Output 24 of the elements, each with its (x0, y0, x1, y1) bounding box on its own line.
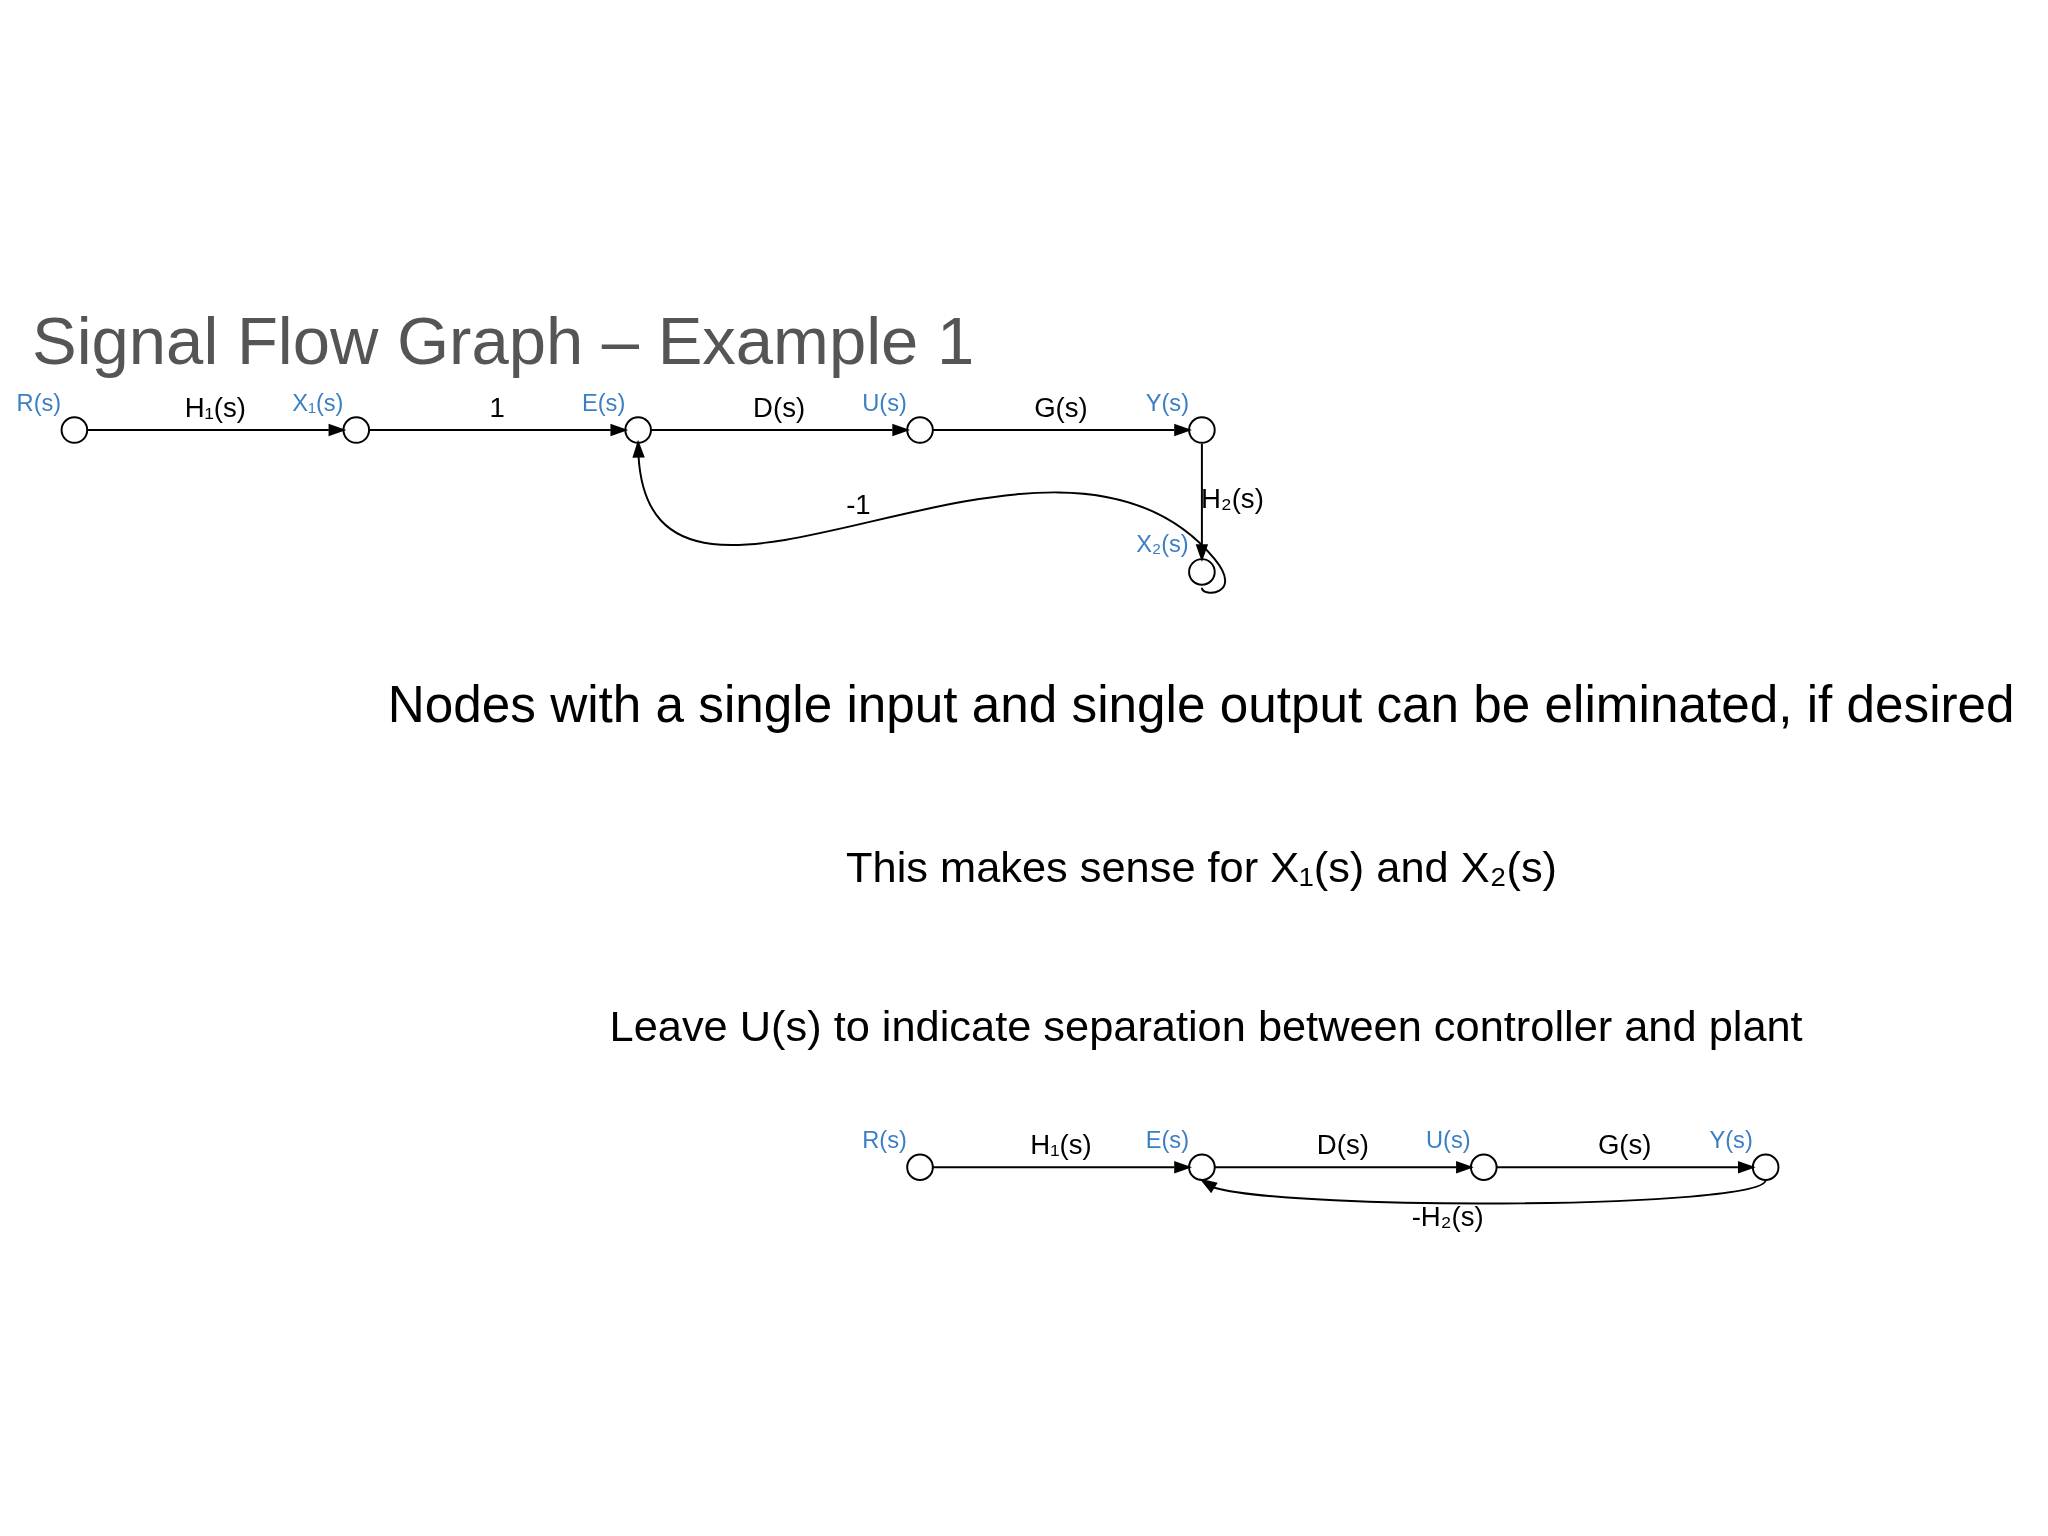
node-label: U(s) (862, 389, 907, 416)
node-label: E(s) (1145, 1126, 1190, 1153)
node-label: E(s) (581, 389, 626, 416)
edge-label: 1 (489, 391, 505, 423)
label: This makes sense for X₁(s) and X₂(s) (846, 842, 1558, 891)
node-label: Y(s) (1709, 1126, 1753, 1153)
diagram-title: Signal Flow Graph – Example 1 (32, 303, 975, 379)
edge-label: D(s) (753, 391, 806, 423)
edge-label: D(s) (1316, 1128, 1369, 1160)
node-label: X₂(s) (1136, 531, 1189, 558)
edge-label: H₂(s) (1201, 483, 1264, 515)
node-label: R(s) (862, 1126, 907, 1153)
edge-label: H₁(s) (184, 391, 247, 423)
node-label: X₁(s) (292, 389, 344, 416)
node-label: Y(s) (1145, 389, 1190, 416)
label: Nodes with a single input and single output can be eliminated, if desired (387, 676, 2015, 734)
edge-label: G(s) (1034, 391, 1088, 423)
label: Leave U(s) to indicate separation between controller and plant (609, 1002, 1803, 1051)
edge-label: -1 (846, 489, 871, 521)
edge-label: -H₂(s) (1411, 1200, 1484, 1232)
edge-label: G(s) (1597, 1128, 1652, 1160)
edge-label: H₁(s) (1030, 1128, 1092, 1160)
node-label: R(s) (16, 389, 62, 416)
node-label: U(s) (1425, 1126, 1471, 1153)
